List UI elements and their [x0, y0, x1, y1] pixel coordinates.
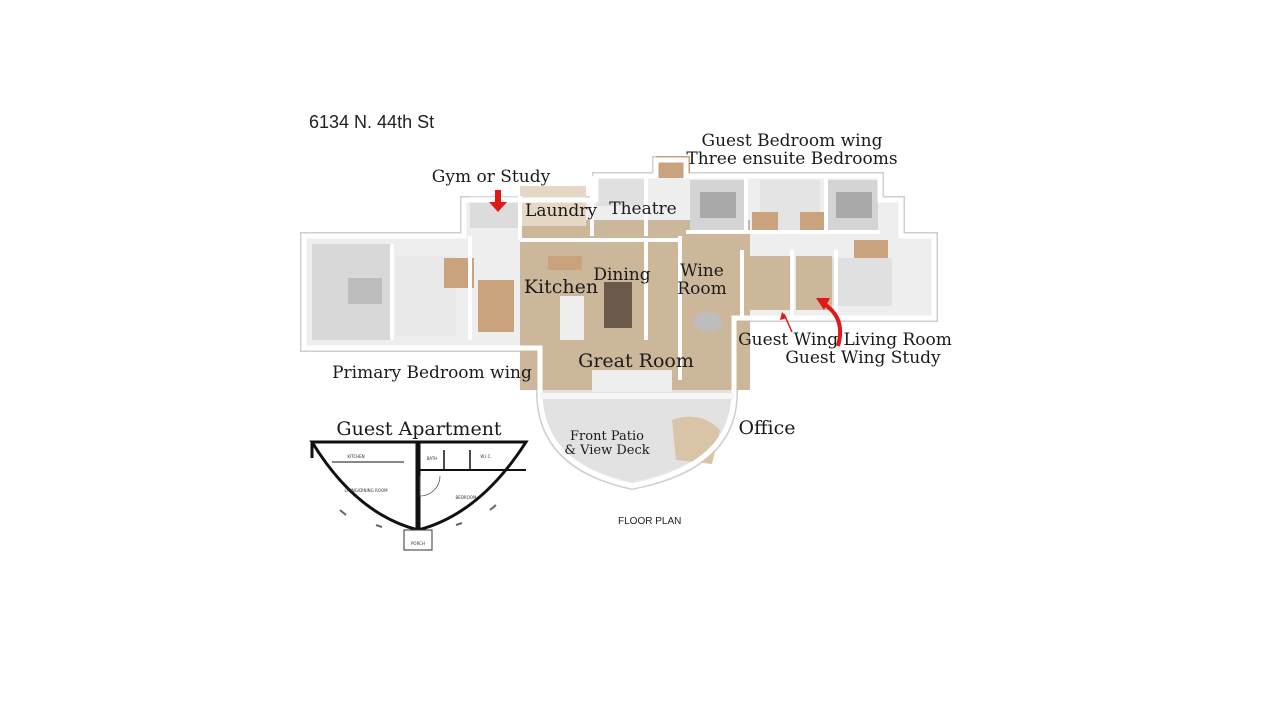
apt-room-living: LIVING/DINING ROOM	[344, 488, 388, 493]
apt-room-bedroom: BEDROOM	[455, 495, 477, 500]
label-dining: Dining	[593, 265, 651, 285]
arrow-guest-living	[780, 312, 793, 333]
label-front-patio: Front Patio & View Deck	[564, 430, 649, 457]
apt-room-kitchen: KITCHEN	[347, 454, 365, 459]
primary-wing-floor	[312, 244, 514, 340]
guest-wing-title-line1: Guest Bedroom wing	[701, 131, 883, 151]
label-guest-wing-title: Guest Bedroom wing Three ensuite Bedroom…	[686, 131, 898, 169]
label-kitchen: Kitchen	[523, 276, 599, 298]
label-laundry: Laundry	[525, 201, 597, 221]
apt-room-bath: BATH	[426, 456, 438, 461]
front-patio-line1: Front Patio	[570, 429, 644, 444]
label-guest-apartment: Guest Apartment	[336, 418, 502, 440]
guest-wing-title-line2: Three ensuite Bedrooms	[686, 148, 898, 169]
interior-walls	[390, 176, 880, 380]
floor-plan-caption: FLOOR PLAN	[618, 516, 682, 527]
guest-apartment-plan	[309, 440, 529, 551]
wine-room-line1: Wine	[680, 261, 724, 281]
arrow-guest-study	[816, 298, 843, 347]
property-address: 6134 N. 44th St	[309, 112, 435, 132]
label-primary-bedroom-wing: Primary Bedroom wing	[332, 363, 532, 383]
label-wine-room: Wine Room	[677, 261, 727, 299]
apt-room-porch: PORCH	[411, 541, 425, 546]
exterior-walls	[301, 157, 937, 489]
label-theatre: Theatre	[609, 199, 677, 219]
apt-room-wic: W.I.C.	[480, 454, 492, 459]
label-office: Office	[738, 417, 796, 439]
label-gym-or-study: Gym or Study	[431, 167, 551, 187]
label-guest-wing-living-room: Guest Wing Living Room	[738, 330, 952, 350]
label-guest-wing-study: Guest Wing Study	[785, 348, 941, 368]
label-great-room: Great Room	[578, 350, 694, 372]
arrow-gym	[489, 190, 507, 212]
wine-room-line2: Room	[677, 278, 727, 299]
front-patio-line2: & View Deck	[564, 442, 650, 458]
